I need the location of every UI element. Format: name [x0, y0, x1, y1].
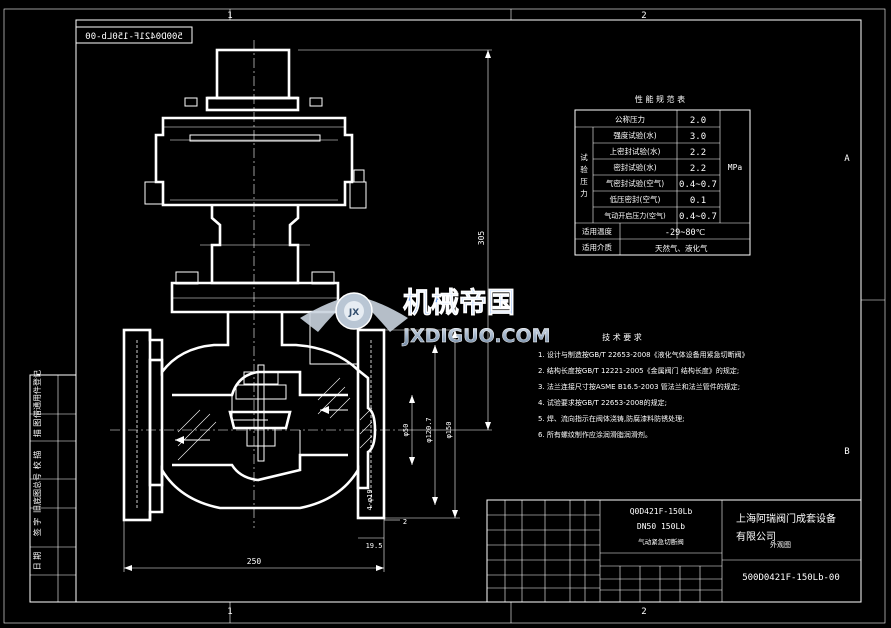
strip-label-sign: 签 字	[32, 518, 42, 537]
zone-label-right-a: A	[844, 154, 850, 164]
strip-label-old-number: 旧底图总号	[32, 473, 42, 513]
spec-value-upper-seal: 2.2	[690, 148, 706, 158]
actuator-housing	[154, 116, 354, 207]
strip-label-check: 校 描	[32, 451, 42, 470]
spec-table: 性 能 规 范 表 公称压力 2.0 强度试验(水) 3.0 上密封试验(水) …	[574, 94, 751, 256]
zone-label-right-b: B	[844, 447, 849, 457]
spec-group-char-3: 压	[580, 177, 588, 186]
outlet-flange	[356, 328, 386, 520]
spec-value-strength: 3.0	[690, 132, 706, 142]
bonnet-flange	[170, 281, 340, 314]
watermark-cn: 机械帝国	[403, 286, 515, 319]
spec-label-seal: 密封试验(水)	[613, 162, 656, 172]
mirrored-code-box: 500D0421F-150Lb-00	[75, 26, 193, 44]
zone-label-bottom-1: 1	[227, 607, 232, 617]
spec-value-open-pressure: 0.4~0.7	[679, 212, 717, 222]
dim-bolt-circle: φ120.7	[425, 417, 433, 442]
spec-label-upper-seal: 上密封试验(水)	[610, 146, 661, 156]
valve-body	[148, 312, 377, 520]
title-view-label: 外观图	[770, 540, 791, 549]
valve-drawing: 305 250 φ150 φ120.7 φ50 4-φ19 19.5 2	[110, 40, 492, 572]
spec-label-air-seal: 气密封试验(空气)	[606, 178, 664, 188]
spec-table-title: 性 能 规 范 表	[635, 94, 685, 104]
tech-req-item-6: 6. 所有螺纹制作应涂润滑脂润滑剂。	[538, 430, 652, 439]
tech-req-item-2: 2. 结构长度按GB/T 12221-2005《金属阀门 结构长度》的规定;	[538, 366, 739, 375]
tech-req-item-5: 5. 焊、流向指示在阀体浇铸,防腐漆料防锈处理;	[538, 414, 685, 423]
spec-label-open-pressure: 气动开启压力(空气)	[604, 211, 666, 220]
zone-label-top-1: 1	[227, 11, 232, 21]
mirrored-drawing-code: 500D0421F-150Lb-00	[85, 32, 183, 42]
spec-label-low-pressure: 低压密封(空气)	[610, 194, 661, 204]
spec-value-low-pressure: 0.1	[690, 196, 706, 206]
dim-bore: φ50	[402, 424, 410, 437]
spec-label-nominal: 公称压力	[615, 114, 645, 124]
valve-disc	[228, 410, 292, 430]
dim-bolt-holes: 4-φ19	[366, 489, 374, 510]
spec-value-air-seal: 0.4~0.7	[679, 180, 717, 190]
spec-group-char-4: 力	[580, 188, 588, 198]
title-model: Q0D421F-150Lb	[630, 507, 693, 516]
spec-value-medium: 天然气、液化气	[655, 243, 708, 253]
zone-label-bottom-2: 2	[641, 607, 646, 617]
dim-flange-od: φ150	[445, 422, 453, 439]
dim-height: 305	[477, 231, 486, 246]
sheet-frame: 1 2 1 2 A B	[3, 8, 886, 624]
watermark-emblem: JX	[348, 308, 359, 318]
title-company-line-1: 上海阿瑞阀门成套设备	[736, 512, 836, 525]
title-drawing-code: 500D0421F-150Lb-00	[742, 573, 840, 583]
technical-requirements: 技 术 要 求 1. 设计与制造按GB/T 22653-2008《液化气体设备用…	[538, 332, 749, 439]
tech-req-item-4: 4. 试验要求按GB/T 22653-2008的规定;	[538, 398, 667, 407]
valve-neck	[210, 205, 300, 285]
spec-unit: MPa	[728, 163, 743, 172]
title-product-name: 气动紧急切断阀	[638, 537, 684, 546]
watermark-en: JXDIGUO.COM	[401, 325, 551, 347]
title-company-line-2: 有限公司	[736, 530, 776, 543]
dim-width: 250	[247, 557, 262, 566]
watermark: JX 机械帝国 JXDIGUO.COM	[300, 286, 551, 347]
dim-raised-face: 2	[403, 518, 407, 526]
tech-req-title: 技 术 要 求	[602, 332, 642, 342]
strip-label-register: 借通用件登记	[32, 370, 42, 418]
title-size: DN50 150Lb	[637, 522, 685, 531]
spec-group-char-2: 验	[580, 164, 588, 174]
tech-req-item-3: 3. 法兰连接尺寸按ASME B16.5-2003 管法兰和法兰管件的规定;	[538, 382, 740, 391]
spec-label-temp: 适用温度	[582, 226, 612, 236]
title-block: Q0D421F-150Lb DN50 150Lb 气动紧急切断阀 上海阿瑞阀门成…	[486, 499, 862, 603]
spec-value-seal: 2.2	[690, 164, 706, 174]
left-strip: 借通用件登记 描 图 校 描 旧底图总号 签 字 日 期	[29, 370, 77, 603]
spec-label-strength: 强度试验(水)	[613, 130, 656, 140]
spec-value-nominal: 2.0	[690, 116, 706, 126]
zone-label-top-2: 2	[641, 11, 646, 21]
actuator-cap	[215, 48, 291, 100]
spec-label-medium: 适用介质	[582, 242, 612, 252]
tech-req-item-1: 1. 设计与制造按GB/T 22653-2008《液化气体设备用紧急切断阀》	[538, 350, 749, 359]
strip-label-trace: 描 图	[32, 419, 42, 438]
strip-label-date: 日 期	[33, 552, 42, 571]
spec-value-temp: -29~80℃	[665, 228, 706, 238]
dim-flange-thickness: 19.5	[366, 542, 383, 550]
spec-group-char-1: 试	[580, 152, 588, 162]
